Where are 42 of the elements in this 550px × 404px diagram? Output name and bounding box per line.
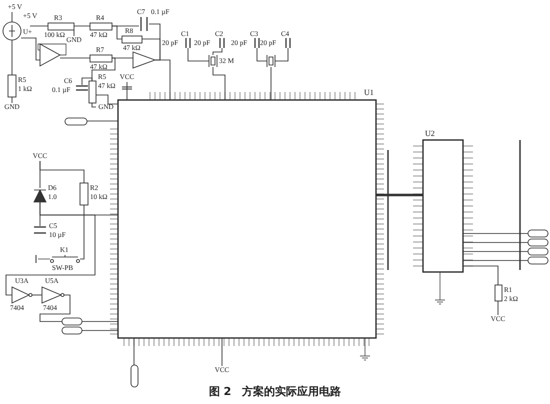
connector-symbol xyxy=(65,118,87,125)
crystal-symbol xyxy=(267,55,275,67)
wire xyxy=(40,160,84,184)
wire xyxy=(40,294,70,322)
wire xyxy=(112,26,122,40)
connector-symbol xyxy=(62,327,82,334)
wire xyxy=(188,48,210,62)
component-label: U1 xyxy=(364,89,374,97)
wire xyxy=(462,266,498,286)
wire xyxy=(82,78,92,86)
wire xyxy=(212,66,226,100)
connector-symbol xyxy=(528,239,548,246)
op-amp-symbol xyxy=(133,52,155,68)
wire xyxy=(274,48,288,62)
wire xyxy=(154,60,170,100)
wire xyxy=(462,251,528,252)
component-label: U2 xyxy=(425,130,435,138)
wire xyxy=(6,202,96,296)
connector-symbol xyxy=(528,248,548,255)
wire xyxy=(20,38,40,60)
wire xyxy=(148,24,160,60)
wire xyxy=(376,194,423,196)
wire xyxy=(212,48,222,56)
wire xyxy=(32,294,42,296)
wire xyxy=(92,102,96,108)
wire xyxy=(462,260,528,261)
wire xyxy=(270,66,272,100)
connector-symbol xyxy=(528,230,548,237)
wire xyxy=(96,94,118,104)
wire xyxy=(80,204,84,260)
wire xyxy=(82,330,118,331)
wire xyxy=(256,48,268,62)
wire xyxy=(86,120,118,122)
wire xyxy=(82,321,118,322)
wire xyxy=(462,242,528,243)
wire xyxy=(126,82,128,100)
op-amp-symbol xyxy=(40,44,60,66)
connector-symbol xyxy=(62,318,82,325)
figure-caption: 图 2 方案的实际应用电路 xyxy=(208,384,342,399)
connector-symbol xyxy=(131,365,138,387)
wire xyxy=(462,233,528,234)
connector-symbol xyxy=(528,257,548,264)
